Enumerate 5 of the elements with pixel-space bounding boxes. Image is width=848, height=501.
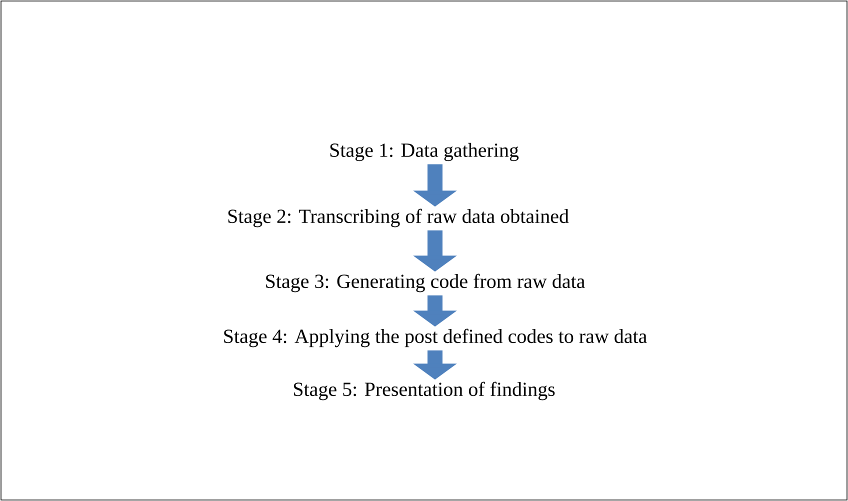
- stage-text: Stage 3: Generating code from raw data: [266, 274, 585, 292]
- stage-text: Stage 1: Data gathering: [330, 142, 519, 162]
- stage-text: Stage 4: Applying the post defined codes to raw data: [224, 328, 647, 348]
- stage-text: Stage 5: Presentation of findings: [294, 382, 555, 400]
- stage-text: Stage 2: Transcribing of raw data obtained: [228, 208, 569, 228]
